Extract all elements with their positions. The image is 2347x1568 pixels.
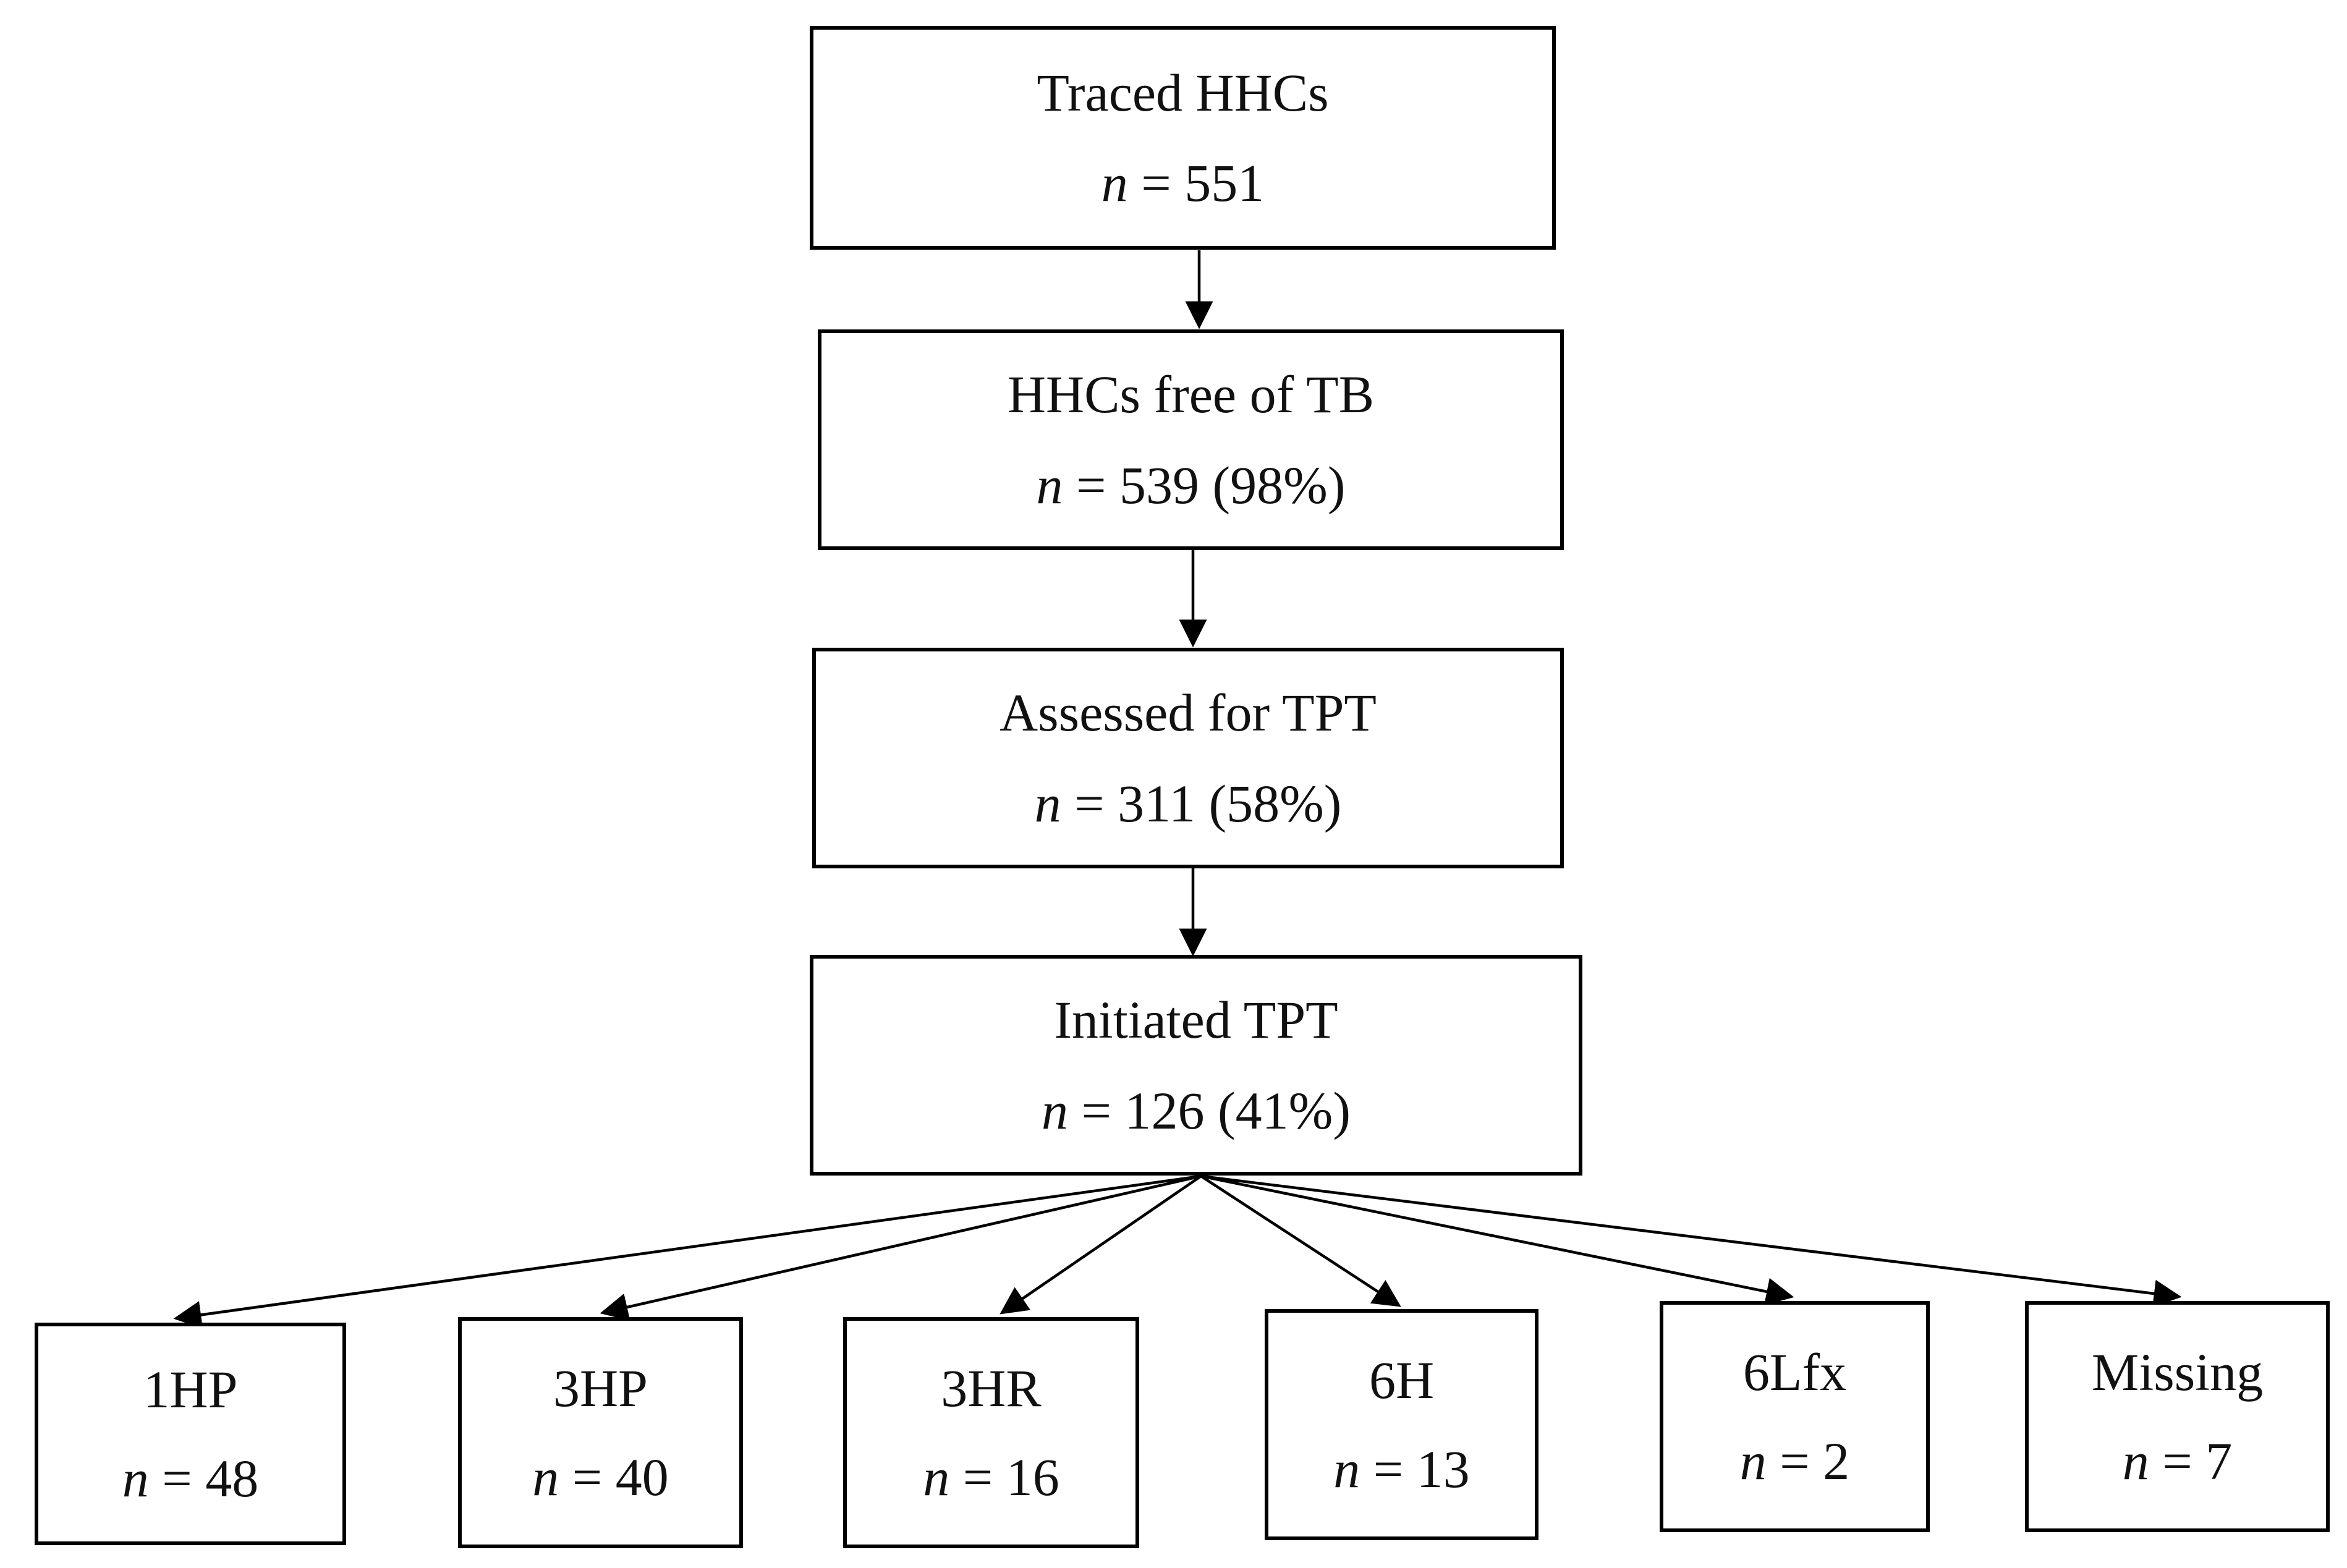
node-count: n = 48 (122, 1449, 259, 1508)
node-label: 6H (1369, 1350, 1435, 1410)
node-regimen-6h: 6H n = 13 (1265, 1309, 1538, 1540)
node-regimen-3hp: 3HP n = 40 (458, 1317, 743, 1548)
arrow-to-3hp (600, 1174, 1202, 1321)
arrow-to-1hp (173, 1174, 1202, 1329)
arrow-to-3hr (999, 1175, 1202, 1315)
node-label: HHCs free of TB (1007, 365, 1375, 425)
node-label: 3HR (941, 1358, 1042, 1418)
node-count: n = 16 (923, 1447, 1059, 1507)
node-label: 3HP (553, 1358, 648, 1418)
node-assessed-for-tpt: Assessed for TPT n = 311 (58%) (812, 648, 1564, 868)
node-count: n = 7 (2122, 1431, 2233, 1491)
node-label: 1HP (143, 1359, 238, 1419)
node-label: Initiated TPT (1054, 990, 1338, 1050)
node-count: n = 311 (58%) (1034, 773, 1342, 833)
node-label: Assessed for TPT (999, 683, 1377, 743)
node-label: 6Lfx (1742, 1342, 1847, 1402)
arrow-to-missing (1200, 1174, 2182, 1308)
node-regimen-6lfx: 6Lfx n = 2 (1660, 1301, 1930, 1532)
node-count: n = 2 (1739, 1431, 1850, 1491)
node-label: Missing (2091, 1342, 2264, 1402)
node-count: n = 551 (1101, 153, 1265, 213)
node-count: n = 539 (98%) (1036, 455, 1346, 515)
node-count: n = 40 (532, 1447, 669, 1507)
node-initiated-tpt: Initiated TPT n = 126 (41%) (810, 955, 1582, 1176)
node-regimen-3hr: 3HR n = 16 (843, 1317, 1139, 1548)
node-count: n = 126 (41%) (1042, 1080, 1351, 1140)
node-count: n = 13 (1333, 1439, 1470, 1499)
node-hhcs-free-of-tb: HHCs free of TB n = 539 (98%) (818, 329, 1564, 550)
node-traced-hhcs: Traced HHCs n = 551 (810, 26, 1556, 250)
node-label: Traced HHCs (1037, 62, 1329, 122)
node-regimen-1hp: 1HP n = 48 (35, 1323, 346, 1545)
node-regimen-missing: Missing n = 7 (2025, 1301, 2330, 1532)
arrow-to-6lfx (1200, 1174, 1794, 1305)
arrow-to-6h (1200, 1175, 1401, 1307)
